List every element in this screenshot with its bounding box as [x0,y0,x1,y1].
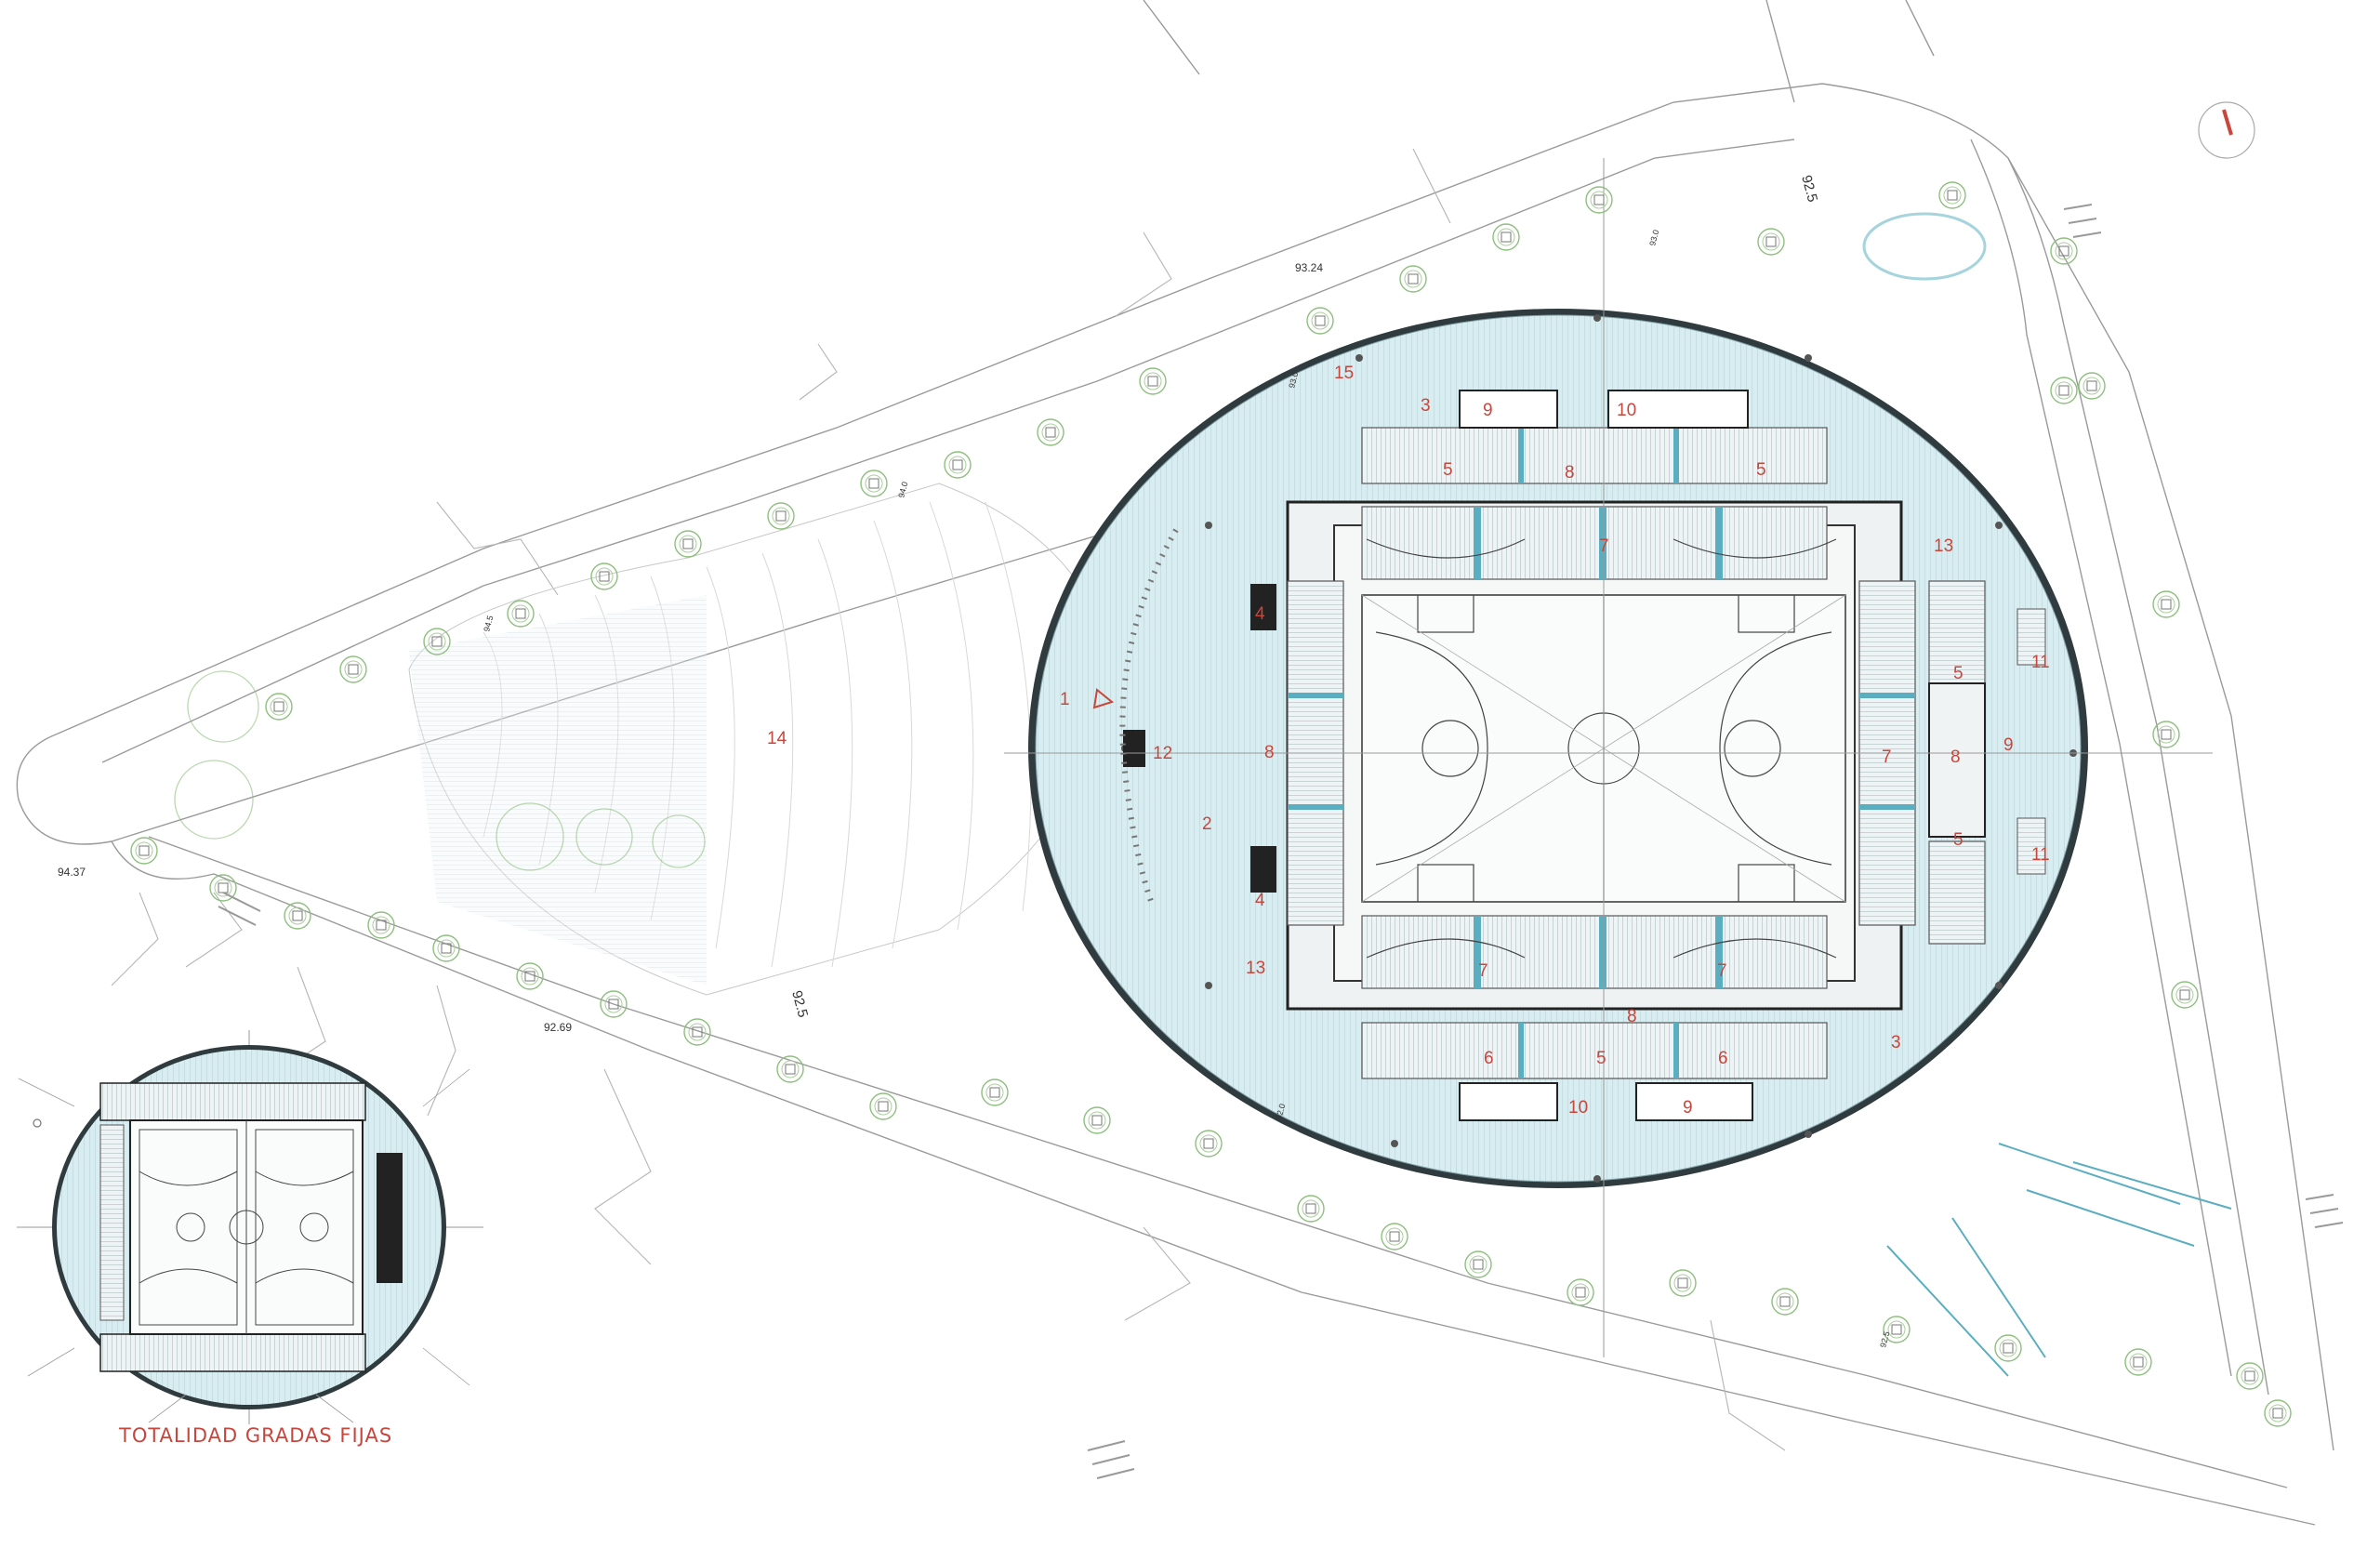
room-label: 9 [1683,1098,1693,1118]
room-label: 8 [1627,1007,1637,1026]
room-label: 10 [1568,1098,1588,1118]
elevation-label: 93.0 [1647,229,1660,247]
room-label: 5 [1953,830,1964,850]
elevation-label: 94.5 [482,615,495,633]
room-label: 10 [1617,401,1636,420]
elevation-label: 92.69 [544,1021,572,1034]
room-label: 2 [1202,814,1212,834]
room-label: 3 [1891,1033,1901,1052]
elevation-label: 94.0 [896,481,909,499]
room-label: 13 [1934,536,1953,556]
room-label: 8 [1565,463,1575,483]
trees [130,181,2292,1427]
room-label: 3 [1421,396,1431,416]
elevation-label: 92.5 [1798,174,1820,205]
room-label: 4 [1255,891,1265,910]
room-label: 15 [1334,364,1354,383]
room-label: 6 [1718,1049,1728,1068]
roundabout [1862,212,1987,281]
room-label: 9 [2003,735,2014,755]
room-label: 9 [1483,401,1493,420]
elevation-label: 92.5 [1878,1330,1891,1349]
elevation-label: 92.0 [1274,1103,1287,1121]
north-arrow [2198,101,2255,159]
room-label: 4 [1255,604,1265,624]
plaza-paving [408,483,1117,996]
room-label: 13 [1246,959,1265,978]
room-label: 11 [2031,653,2050,672]
room-label: 7 [1478,961,1488,981]
elevation-labels: 93.24 94.37 92.69 92.5 92.5 94.5 93.0 94… [58,174,1891,1349]
room-label: 5 [1756,460,1766,480]
crosswalks [218,204,2344,1479]
inset-plan [17,1030,483,1424]
site-boundary [16,0,2334,1526]
room-label: 8 [1950,748,1961,767]
room-label: 5 [1953,664,1964,683]
elevation-label: 92.5 [788,989,811,1020]
arena-plan [1004,158,2213,1357]
room-label: 8 [1264,743,1275,762]
room-label: 5 [1443,460,1453,480]
room-label: 1 [1060,690,1070,709]
room-label: 7 [1717,961,1727,981]
elevation-label: 93.24 [1295,261,1323,274]
elevation-label: 93.0 [1287,371,1300,390]
room-label: 11 [2031,845,2050,865]
room-label: 6 [1484,1049,1494,1068]
room-labels: 1 2 3 3 4 4 5 5 5 5 5 6 6 7 7 7 7 8 8 8 … [767,364,2050,1118]
room-label: 14 [767,729,787,748]
room-label: 5 [1596,1049,1606,1068]
room-label: 7 [1882,748,1892,767]
room-label: 12 [1153,744,1172,763]
room-label: 7 [1599,536,1609,556]
elevation-label: 94.37 [58,866,86,879]
context-lines [111,148,1786,1451]
inset-caption: TOTALIDAD GRADAS FIJAS [119,1424,393,1447]
parking-rows [1886,1143,2232,1377]
